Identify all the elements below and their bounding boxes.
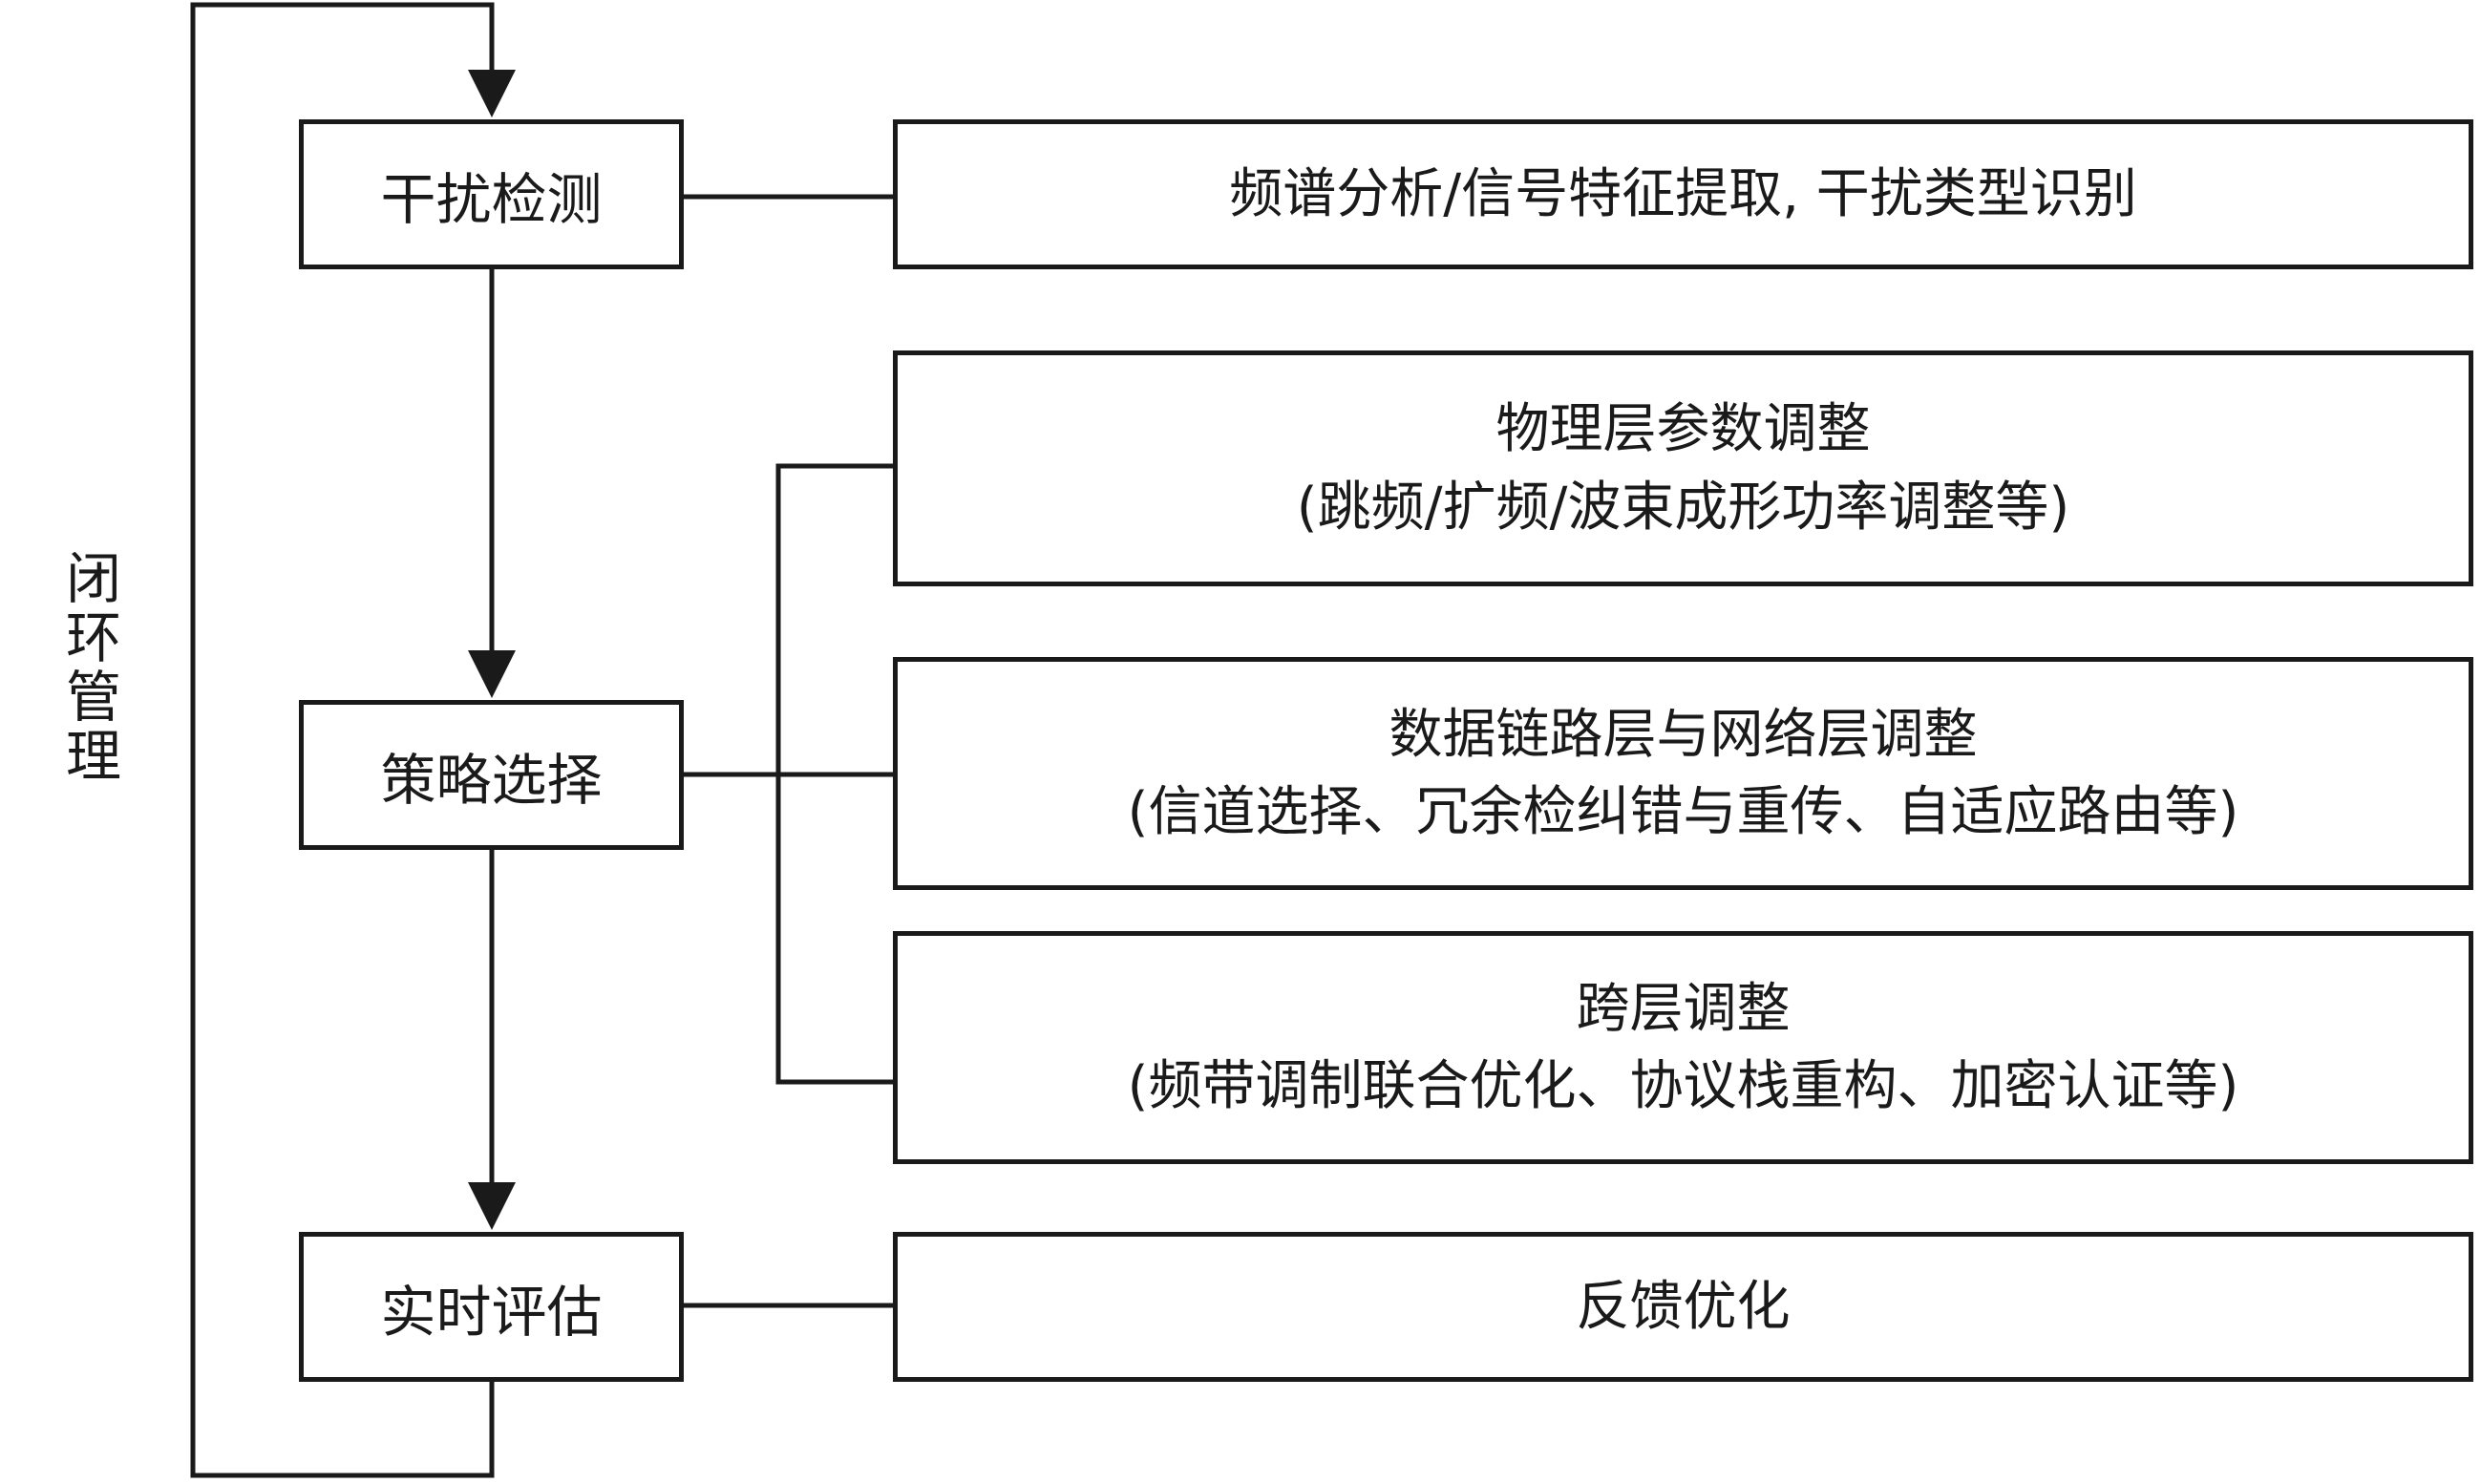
detail-feedback: 反馈优化 bbox=[893, 1232, 2473, 1382]
detail-title: 数据链路层与网络层调整 bbox=[1389, 703, 1978, 766]
detail-subtitle: (频带调制联合优化、协议栈重构、加密认证等) bbox=[1127, 1055, 2239, 1117]
step-interference-detection: 干扰检测 bbox=[299, 119, 684, 269]
step-label: 实时评估 bbox=[380, 1279, 603, 1345]
step-label: 干扰检测 bbox=[380, 166, 603, 232]
detail-physical-layer: 物理层参数调整 (跳频/扩频/波束成形功率调整等) bbox=[893, 350, 2473, 586]
detail-cross-layer: 跨层调整 (频带调制联合优化、协议栈重构、加密认证等) bbox=[893, 931, 2473, 1164]
detail-title: 跨层调整 bbox=[1576, 977, 1791, 1040]
detail-detection-methods: 频谱分析/信号特征提取, 干扰类型识别 bbox=[893, 119, 2473, 269]
detail-link-network-layer: 数据链路层与网络层调整 (信道选择、冗余检纠错与重传、自适应路由等) bbox=[893, 657, 2473, 890]
loop-return-line bbox=[190, 2, 516, 1478]
step-label: 策略选择 bbox=[380, 747, 603, 813]
detail-line: 反馈优化 bbox=[1576, 1275, 1791, 1338]
detail-subtitle: (跳频/扩频/波束成形功率调整等) bbox=[1296, 476, 2070, 539]
detail-line: 频谱分析/信号特征提取, 干扰类型识别 bbox=[1229, 162, 2137, 225]
detail-title: 物理层参数调整 bbox=[1495, 398, 1871, 461]
strategy-bracket bbox=[775, 463, 893, 1085]
step-strategy-selection: 策略选择 bbox=[299, 700, 684, 850]
detail-subtitle: (信道选择、冗余检纠错与重传、自适应路由等) bbox=[1127, 781, 2239, 843]
loop-label: 闭环管理 bbox=[56, 549, 121, 786]
step-realtime-evaluation: 实时评估 bbox=[299, 1232, 684, 1382]
